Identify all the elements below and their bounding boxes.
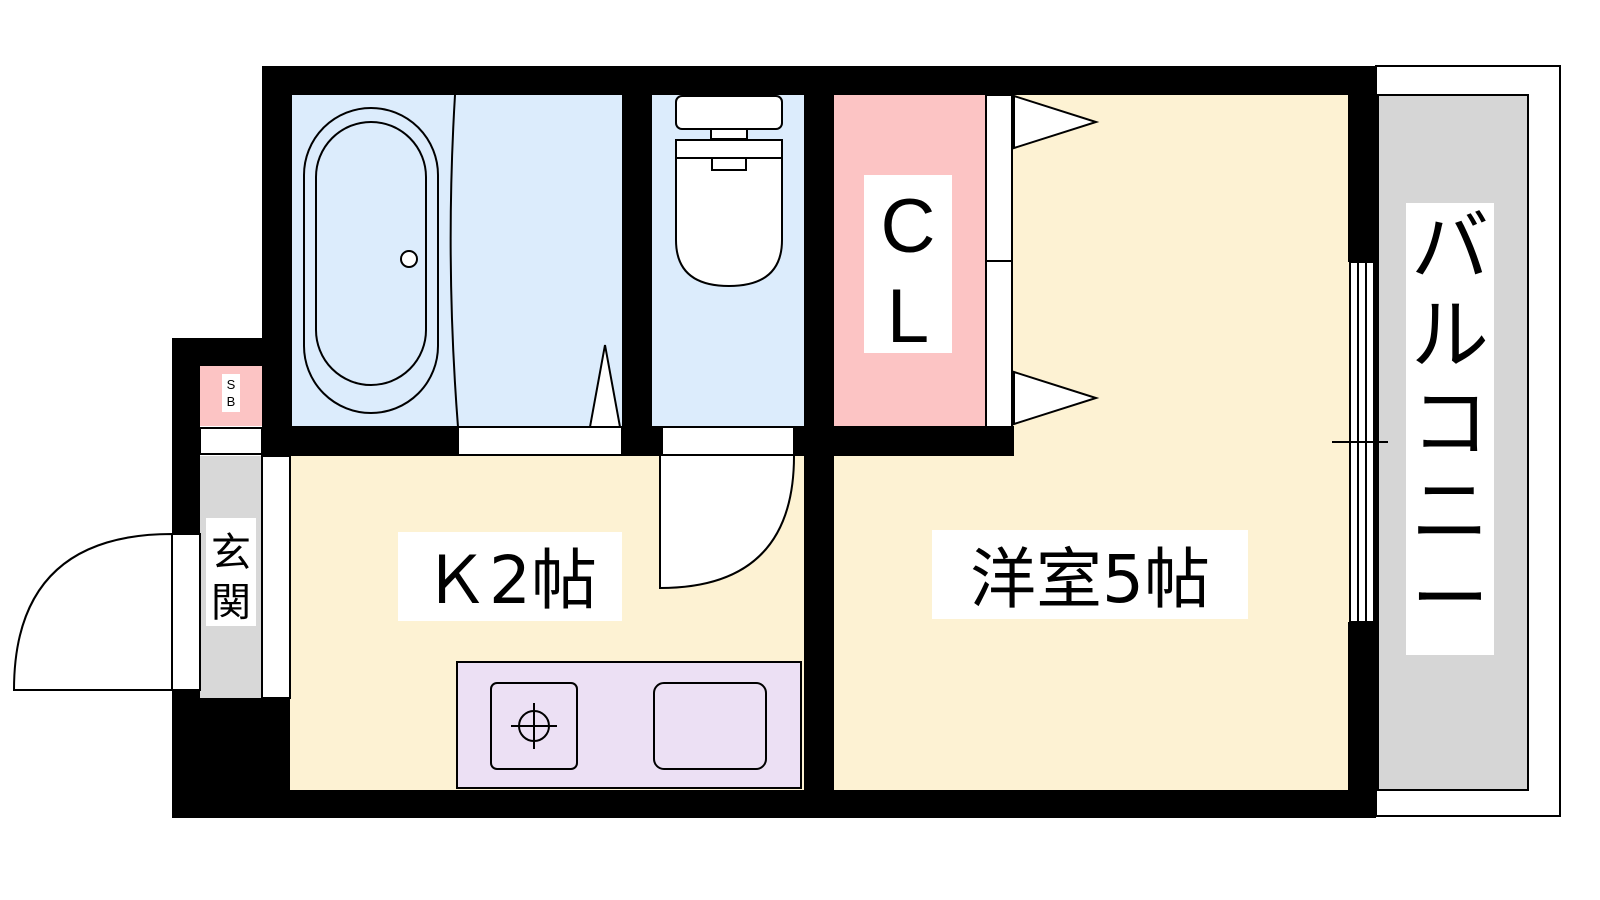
closet-label-bg (864, 175, 952, 353)
entrance-label-bg (206, 518, 256, 626)
closet-label-l: L (887, 274, 929, 359)
entrance-label-1: 玄 (211, 530, 251, 576)
entrance-door-leaf (171, 533, 201, 691)
balcony-label-bg (1406, 203, 1494, 655)
bathroom-floor (292, 95, 622, 427)
balcony-label-3: コ (1411, 379, 1489, 469)
shoe-box-label-s: S (227, 377, 236, 392)
bathtub (303, 107, 439, 414)
toilet-opening-frame (661, 426, 795, 456)
western-room-label: 洋室5帖 (970, 541, 1210, 618)
shoe-box-label-bg (222, 374, 240, 412)
bath-door-swing (588, 344, 622, 428)
kitchen-label: Ｋ2帖 (423, 542, 597, 619)
kitchen-label-bg (398, 532, 622, 621)
closet-label-c: C (881, 184, 936, 269)
entrance-label-2: 関 (211, 580, 251, 626)
balcony-label-2: ル (1411, 291, 1489, 381)
toilet-door-swing (659, 455, 795, 590)
western-room-label-bg (932, 530, 1248, 619)
toilet (675, 95, 783, 288)
sink-icon (653, 682, 767, 770)
shower-curtain (449, 94, 459, 428)
bath-opening-frame (457, 426, 623, 456)
balcony-label-1: バ (1411, 203, 1489, 293)
shoe-box-divider (199, 427, 263, 455)
closet-door-upper (1013, 94, 1100, 150)
stove-icon (490, 682, 578, 770)
balcony-label-5: ー (1411, 555, 1489, 645)
entrance-step (261, 455, 291, 699)
walls (172, 66, 1376, 818)
balcony-label-4: ニ (1411, 467, 1489, 557)
shoe-box-label-b: B (227, 394, 236, 409)
balcony-window (1332, 261, 1388, 623)
entrance-door-swing (12, 533, 173, 691)
closet-door-lower (1013, 370, 1100, 426)
